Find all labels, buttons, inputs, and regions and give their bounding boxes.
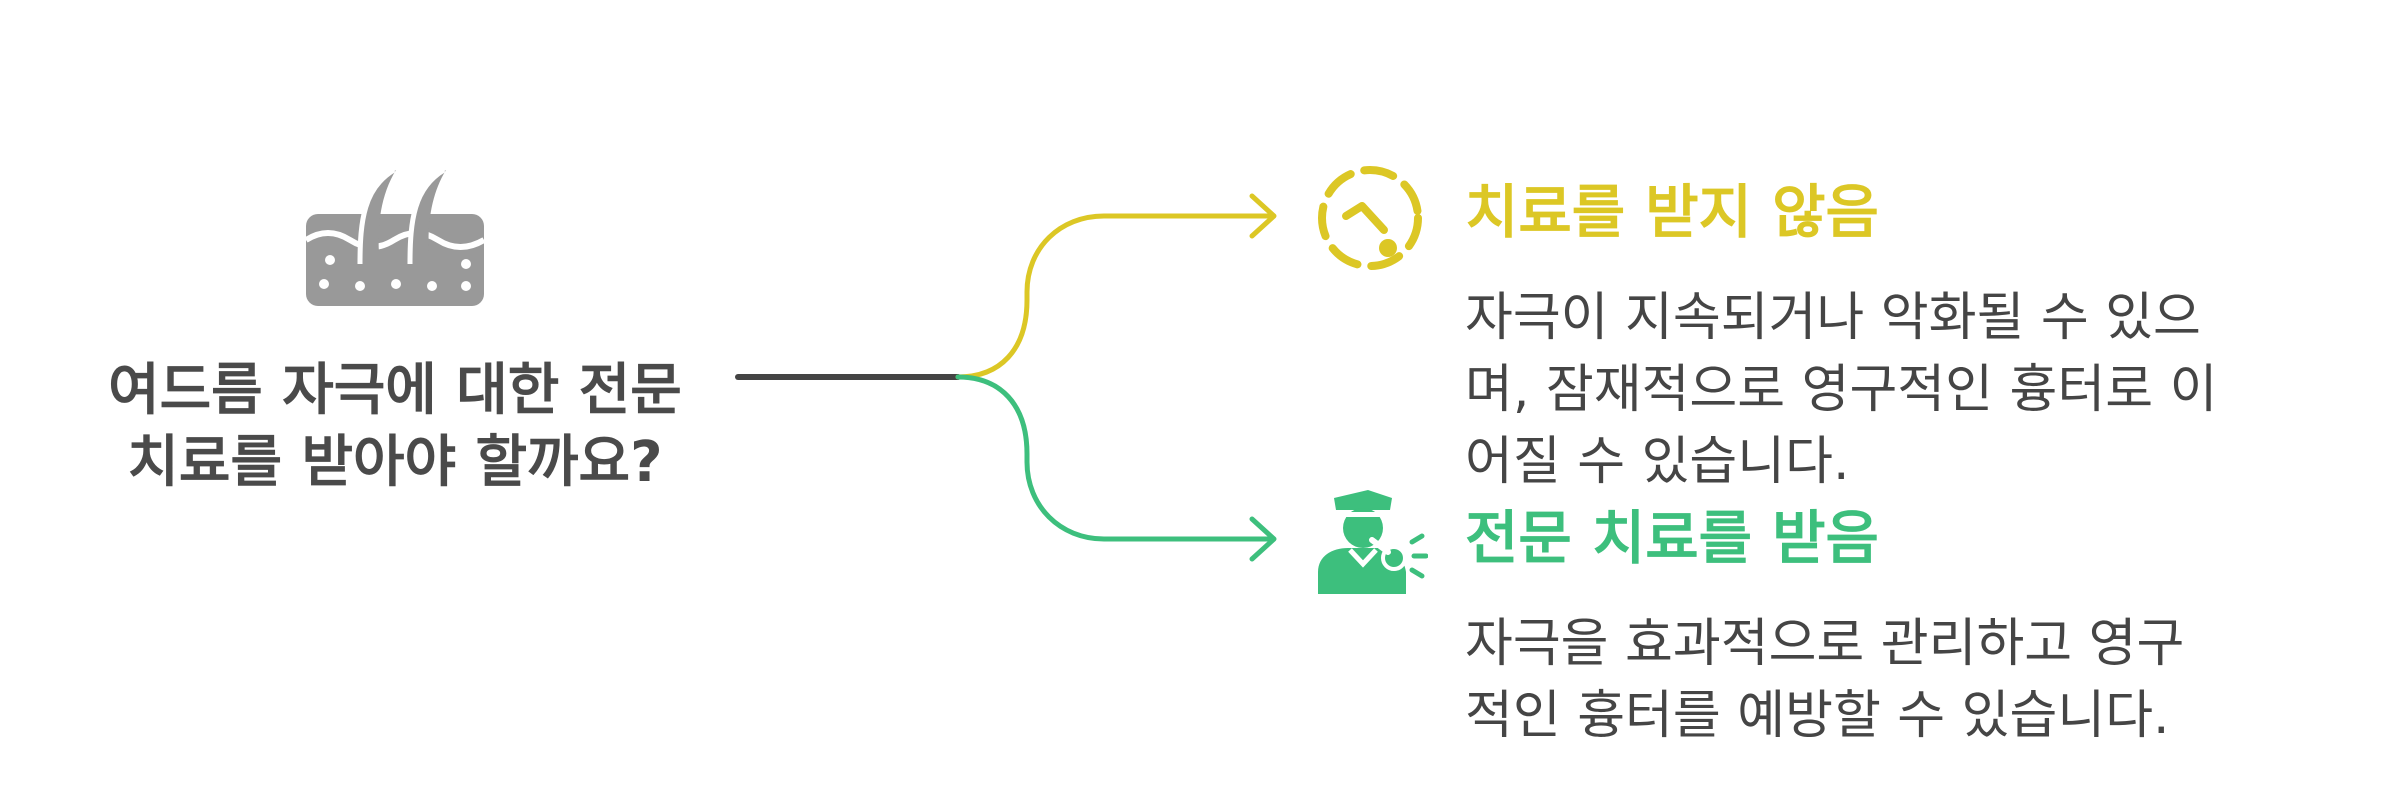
option-title-treatment: 전문 치료를 받음 (1465, 504, 1879, 572)
desc-line: 자극을 효과적으로 관리하고 영구 (1465, 614, 2185, 674)
option-desc-no-treatment: 자극이 지속되거나 악화될 수 있으 며, 잠재적으로 영구적인 흉터로 이 어… (1465, 282, 2365, 498)
question-line-1: 여드름 자극에 대한 전문 (108, 358, 682, 423)
desc-line: 자극이 지속되거나 악화될 수 있으 (1465, 288, 2201, 348)
dermatologist-icon (1318, 490, 1428, 594)
desc-line: 어질 수 있습니다. (1465, 432, 1850, 492)
question-line-2: 치료를 받아야 할까요? (127, 430, 663, 495)
timer-icon (1318, 166, 1422, 270)
branch-line-treatment (955, 374, 1275, 542)
desc-line: 적인 흉터를 예방할 수 있습니다. (1465, 686, 2170, 746)
branch-line-no-treatment (955, 213, 1275, 380)
skin-hair-icon (304, 167, 486, 306)
option-title-no-treatment: 치료를 받지 않음 (1465, 178, 1879, 246)
arrowhead-treatment (1249, 516, 1277, 562)
option-desc-treatment: 자극을 효과적으로 관리하고 영구 적인 흉터를 예방할 수 있습니다. (1465, 608, 2365, 752)
desc-line: 며, 잠재적으로 영구적인 흉터로 이 (1465, 360, 2218, 420)
arrowhead-no-treatment (1249, 193, 1277, 239)
question-text: 여드름 자극에 대한 전문 치료를 받아야 할까요? (60, 355, 730, 499)
